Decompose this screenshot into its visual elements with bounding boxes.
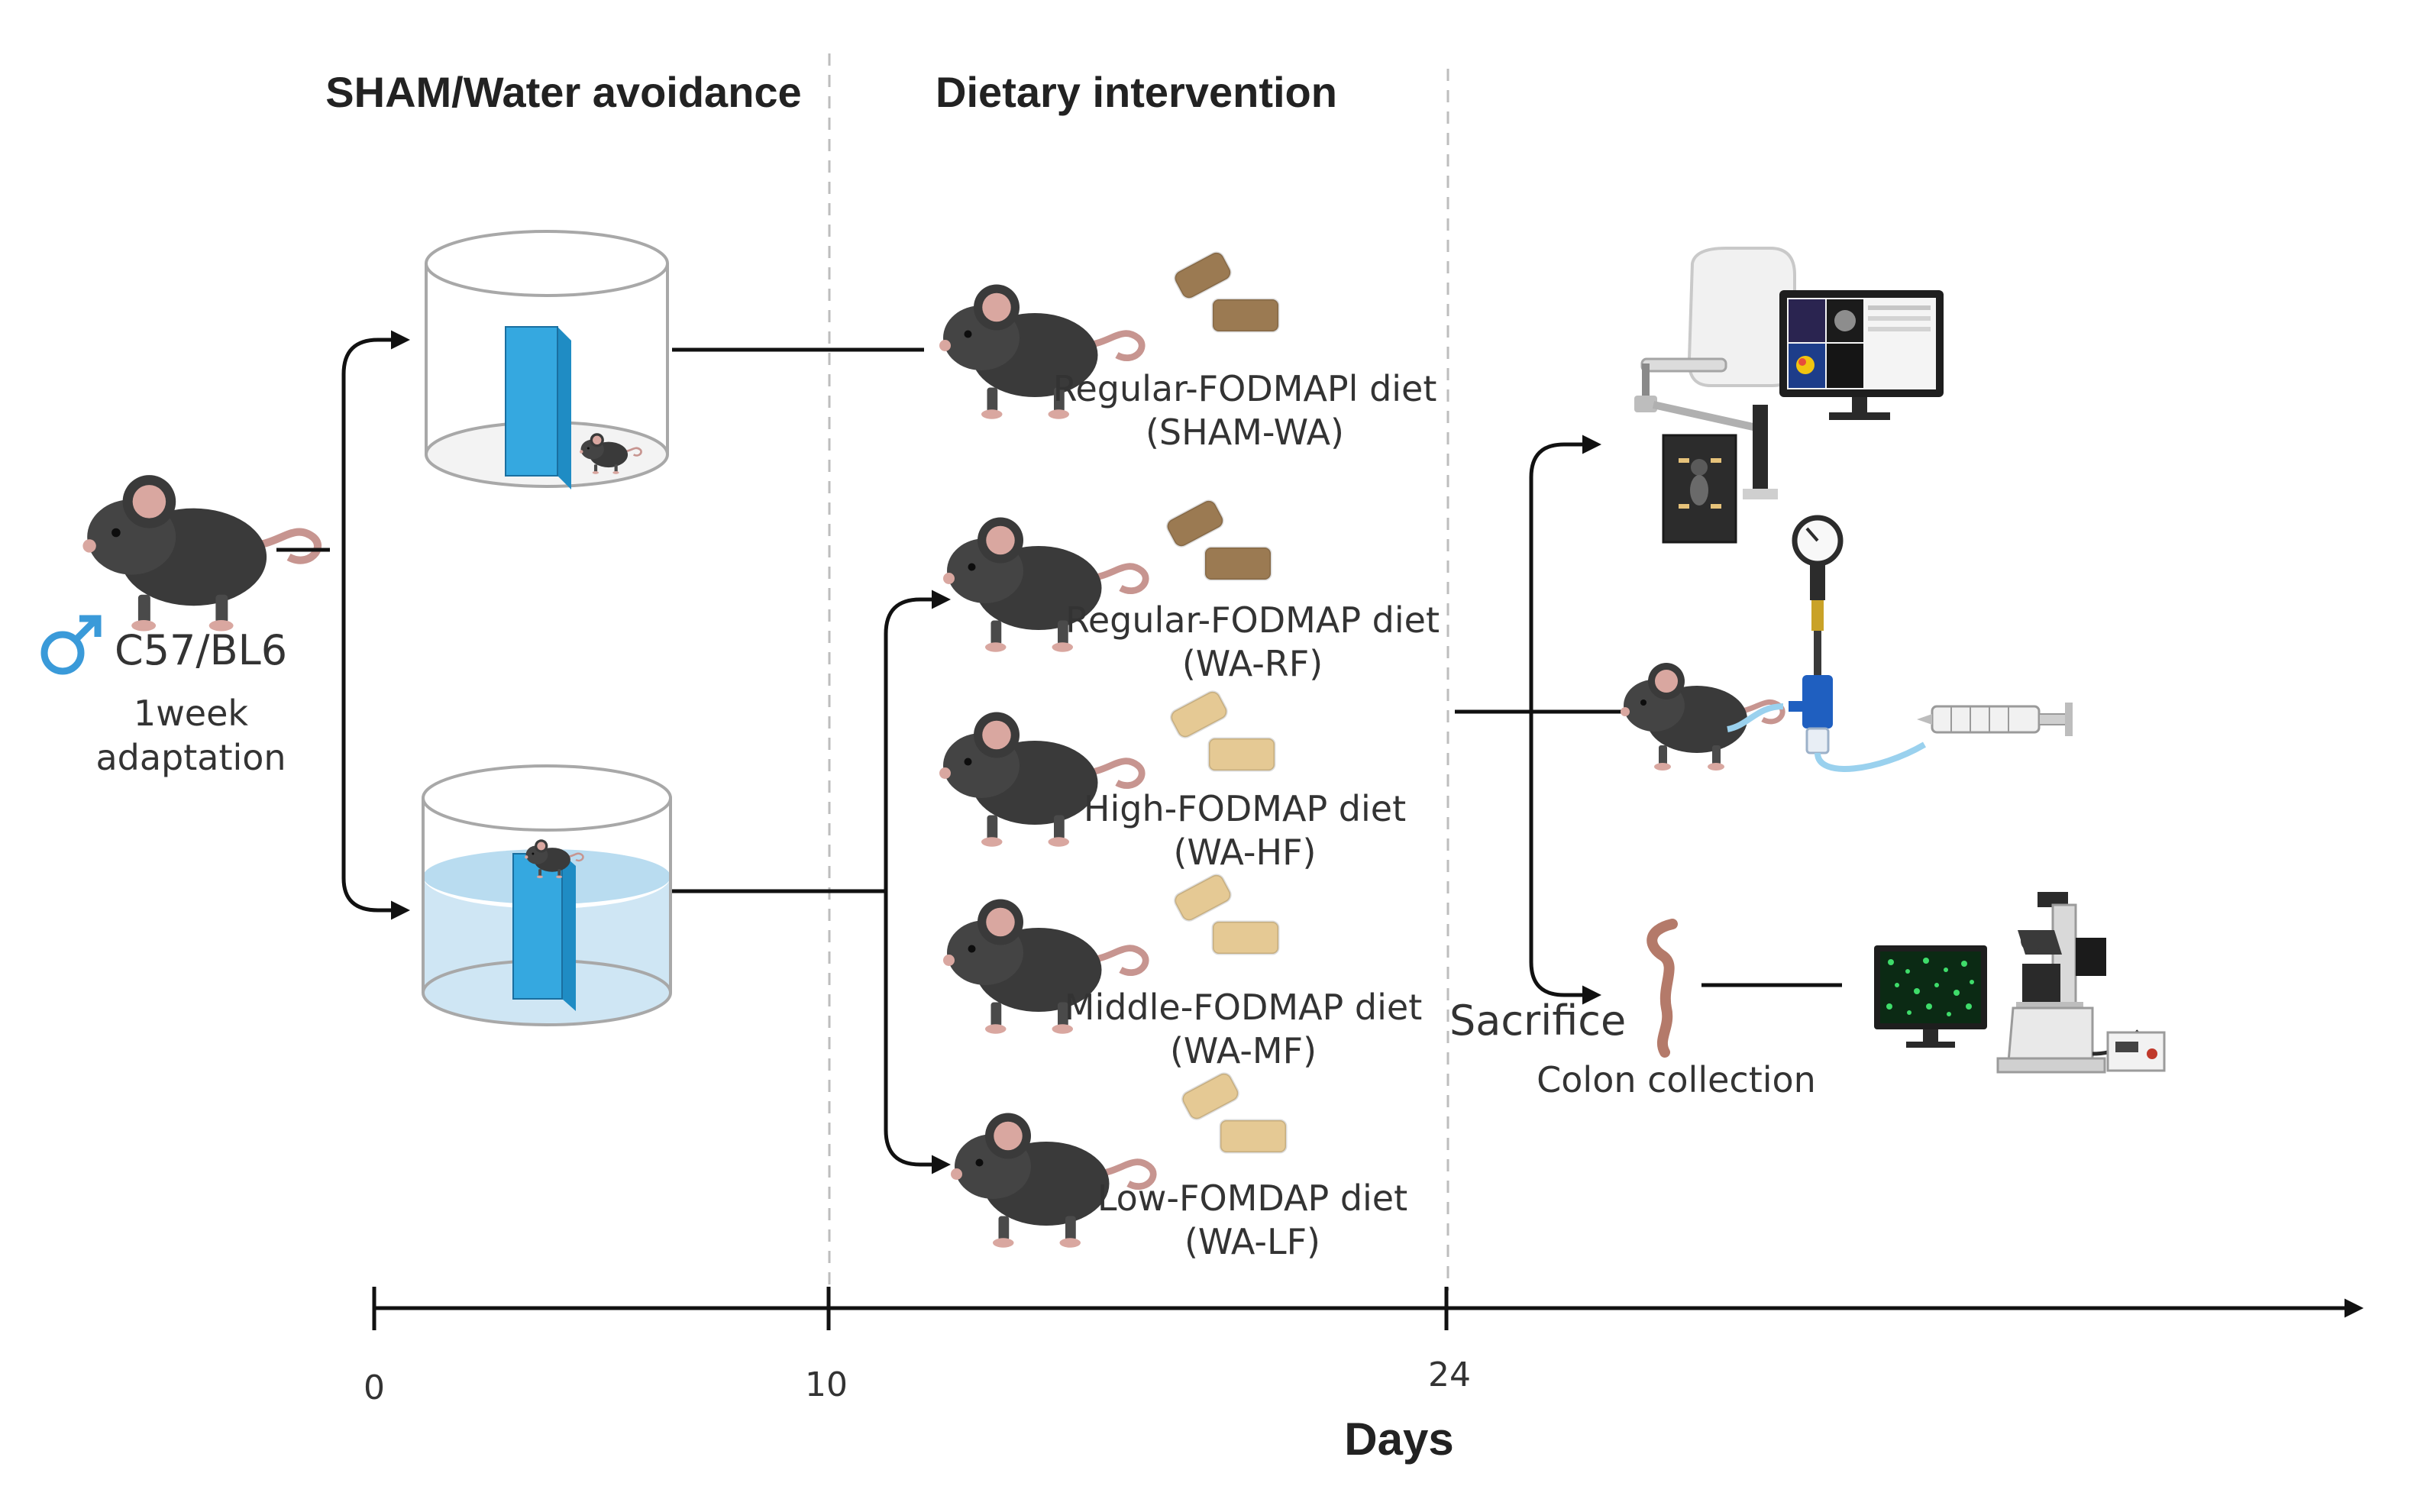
syringe-icon <box>1917 703 2073 736</box>
pressure-gauge-icon <box>1727 515 1927 772</box>
mouse-icon <box>82 475 318 631</box>
diet-label-wa-mf: Middle-FODMAP diet <box>1065 987 1422 1028</box>
tick-label-24: 24 <box>1428 1355 1471 1394</box>
header-sham-water-avoidance: SHAM/Water avoidance <box>325 68 801 116</box>
group-code-sham-wa: (SHAM-WA) <box>1146 412 1344 453</box>
tick-label-0: 0 <box>364 1368 385 1407</box>
tank-icon <box>422 764 672 1026</box>
imaging-system-icon <box>1634 247 1796 544</box>
diet-label-wa-hf: High-FODMAP diet <box>1084 788 1406 829</box>
branch-arrow-sacrifice <box>1529 712 1601 1005</box>
diet-label-wa-lf: Low-FOMDAP diet <box>1097 1178 1407 1219</box>
adaptation-line-1: 1week <box>134 693 248 734</box>
group-code-wa-hf: (WA-HF) <box>1174 832 1317 873</box>
monitor-icon <box>1874 945 1987 1048</box>
branch-arrow-sham <box>341 330 410 550</box>
diet-pellet-icon <box>1171 871 1280 955</box>
colon-collection-label: Colon collection <box>1537 1059 1816 1100</box>
diet-pellet-icon <box>1171 248 1280 333</box>
microscope-icon <box>1996 892 2166 1074</box>
tank-icon <box>425 230 669 489</box>
branch-arrow-rf <box>884 590 951 891</box>
diet-label-sham-wa: Regular-FODMAPl diet <box>1053 368 1437 409</box>
tick-label-10: 10 <box>805 1365 848 1404</box>
branch-arrow-wa <box>341 550 410 920</box>
diet-pellet-icon <box>1163 496 1272 581</box>
branch-arrow-lf <box>884 891 951 1174</box>
strain-label: C57/BL6 <box>115 626 287 674</box>
monitor-icon <box>1779 290 1944 420</box>
group-code-wa-mf: (WA-MF) <box>1170 1030 1317 1071</box>
colon-icon <box>1646 919 1678 1058</box>
group-code-wa-rf: (WA-RF) <box>1182 643 1323 684</box>
diet-pellet-icon <box>1167 687 1276 772</box>
group-code-wa-lf: (WA-LF) <box>1184 1221 1320 1262</box>
adaptation-line-2: adaptation <box>95 737 286 778</box>
diet-pellet-icon <box>1178 1069 1288 1154</box>
timeline-unit-label: Days <box>1344 1413 1453 1465</box>
sacrifice-label: Sacrifice <box>1449 997 1626 1045</box>
male-symbol-icon <box>40 615 102 675</box>
diet-label-wa-rf: Regular-FODMAP diet <box>1065 599 1440 641</box>
header-dietary-intervention: Dietary intervention <box>936 68 1337 116</box>
branch-arrow-imaging <box>1529 435 1601 712</box>
